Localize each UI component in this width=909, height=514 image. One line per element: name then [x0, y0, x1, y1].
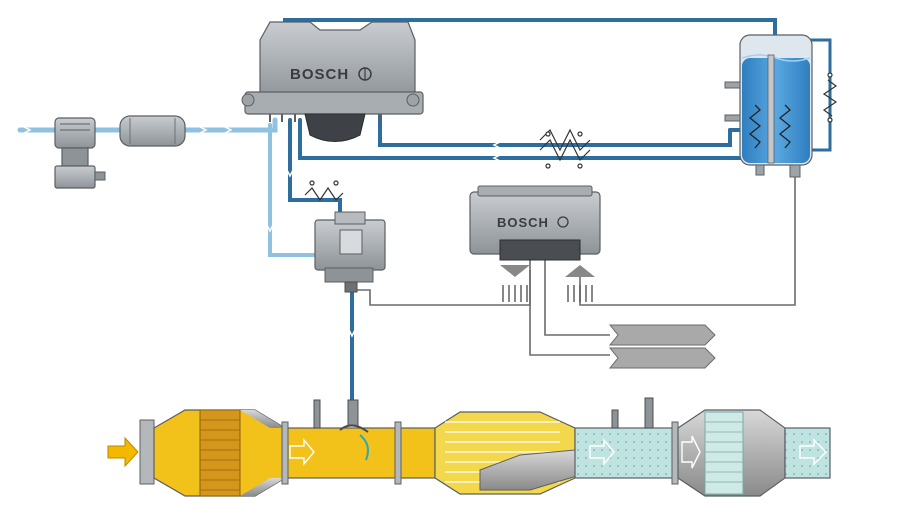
heater-symbol-main	[539, 128, 591, 169]
input-arrow-icon	[565, 265, 595, 277]
ecu-brand: BOSCH	[497, 215, 549, 230]
dosing-control-unit: BOSCH	[241, 21, 424, 142]
flow-arrows	[23, 126, 501, 338]
metering-valve	[314, 211, 386, 293]
heater-symbol-tank	[822, 72, 838, 123]
heater-symbol-valve	[304, 180, 344, 202]
air-compressor	[54, 117, 106, 189]
signal-tag-2	[608, 347, 716, 369]
air-filter	[119, 115, 186, 147]
bosch-logo-icon	[557, 216, 569, 228]
reductant-tank	[724, 34, 813, 178]
reductant-lines	[17, 18, 832, 402]
engine-ecu: BOSCH	[469, 185, 601, 302]
exhaust-outflow-arrow	[799, 438, 827, 466]
exhaust-system	[107, 397, 831, 497]
dosing-unit-brand: BOSCH	[290, 66, 349, 83]
signal-tag-1	[608, 324, 716, 346]
output-arrow-icon	[500, 265, 530, 277]
signal-tags	[608, 324, 716, 369]
exhaust-inflow-arrow	[107, 436, 139, 468]
